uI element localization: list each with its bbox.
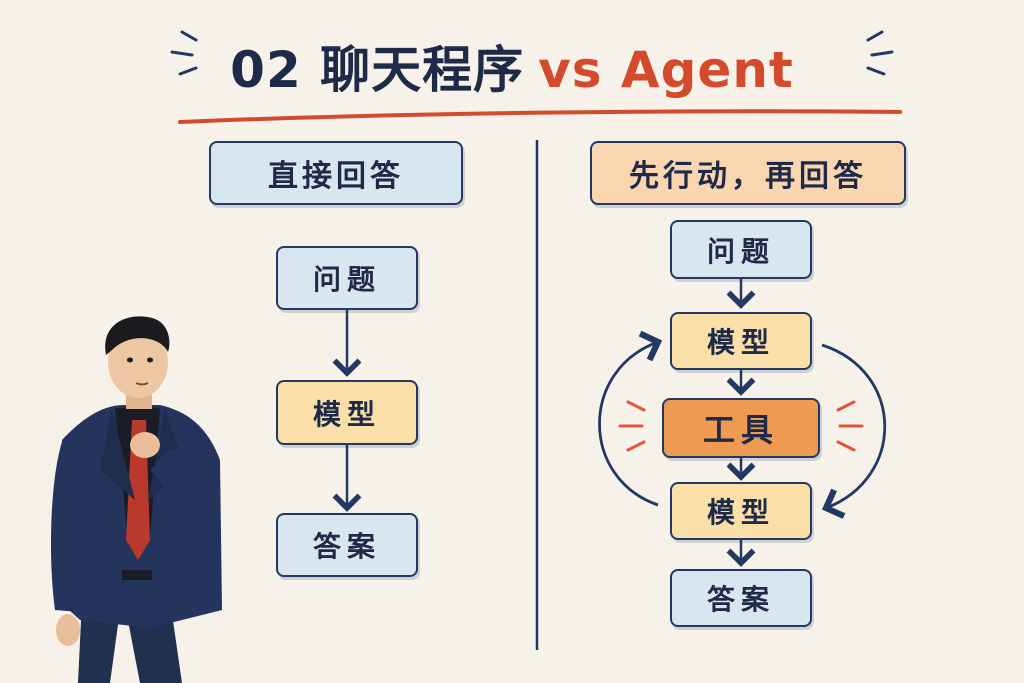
right-step-tool: 工具	[662, 398, 820, 458]
tool-spark-right	[836, 400, 864, 452]
right-step-answer-label: 答案	[706, 583, 775, 616]
left-step-question-label: 问题	[312, 263, 381, 296]
loop-arrow-left	[598, 330, 663, 507]
title-underline	[178, 109, 902, 124]
right-header-box: 先行动，再回答	[590, 141, 906, 205]
left-step-answer-label: 答案	[312, 530, 381, 563]
title-main: 02 聊天程序	[230, 41, 525, 99]
left-header-box: 直接回答	[209, 141, 463, 205]
right-header-label: 先行动，再回答	[629, 159, 867, 194]
person-thinking-illustration	[50, 316, 222, 683]
right-step-model-2: 模型	[670, 482, 812, 540]
title-accent: vs Agent	[538, 41, 794, 99]
right-step-question: 问题	[670, 220, 812, 279]
left-header-label: 直接回答	[268, 159, 404, 194]
right-step-question-label: 问题	[706, 234, 775, 268]
title-spark-right	[866, 30, 894, 76]
right-step-model-1: 模型	[670, 312, 812, 370]
left-step-model: 模型	[276, 380, 418, 445]
right-step-tool-label: 工具	[702, 411, 779, 449]
left-step-answer: 答案	[276, 513, 418, 577]
tool-spark-left	[618, 400, 646, 452]
right-step-model-1-label: 模型	[706, 326, 775, 359]
left-step-question: 问题	[276, 246, 418, 310]
right-step-answer: 答案	[670, 569, 812, 627]
left-step-model-label: 模型	[312, 397, 381, 431]
loop-arrow-right	[821, 343, 887, 519]
right-step-model-2-label: 模型	[706, 496, 775, 529]
title-spark-left	[170, 30, 198, 76]
